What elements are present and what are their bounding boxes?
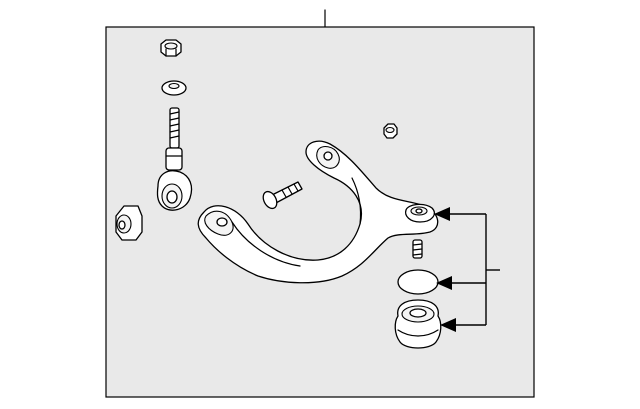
gasket-ring-icon — [397, 269, 439, 295]
ball-joint-stud-icon — [412, 239, 423, 259]
control-arm-icon — [197, 140, 439, 284]
bolt-icon — [262, 181, 303, 210]
callout-arrow-bottom — [440, 318, 456, 332]
callout-arrow-top — [434, 207, 450, 221]
small-nut-icon — [383, 123, 398, 139]
threaded-stud-icon — [156, 107, 193, 211]
callout-bracket — [450, 213, 500, 326]
bushing-icon — [115, 205, 143, 241]
callout-arrow-middle — [436, 276, 452, 290]
nut-icon — [160, 39, 182, 57]
dust-boot-icon — [394, 299, 442, 349]
washer-icon — [161, 80, 187, 96]
